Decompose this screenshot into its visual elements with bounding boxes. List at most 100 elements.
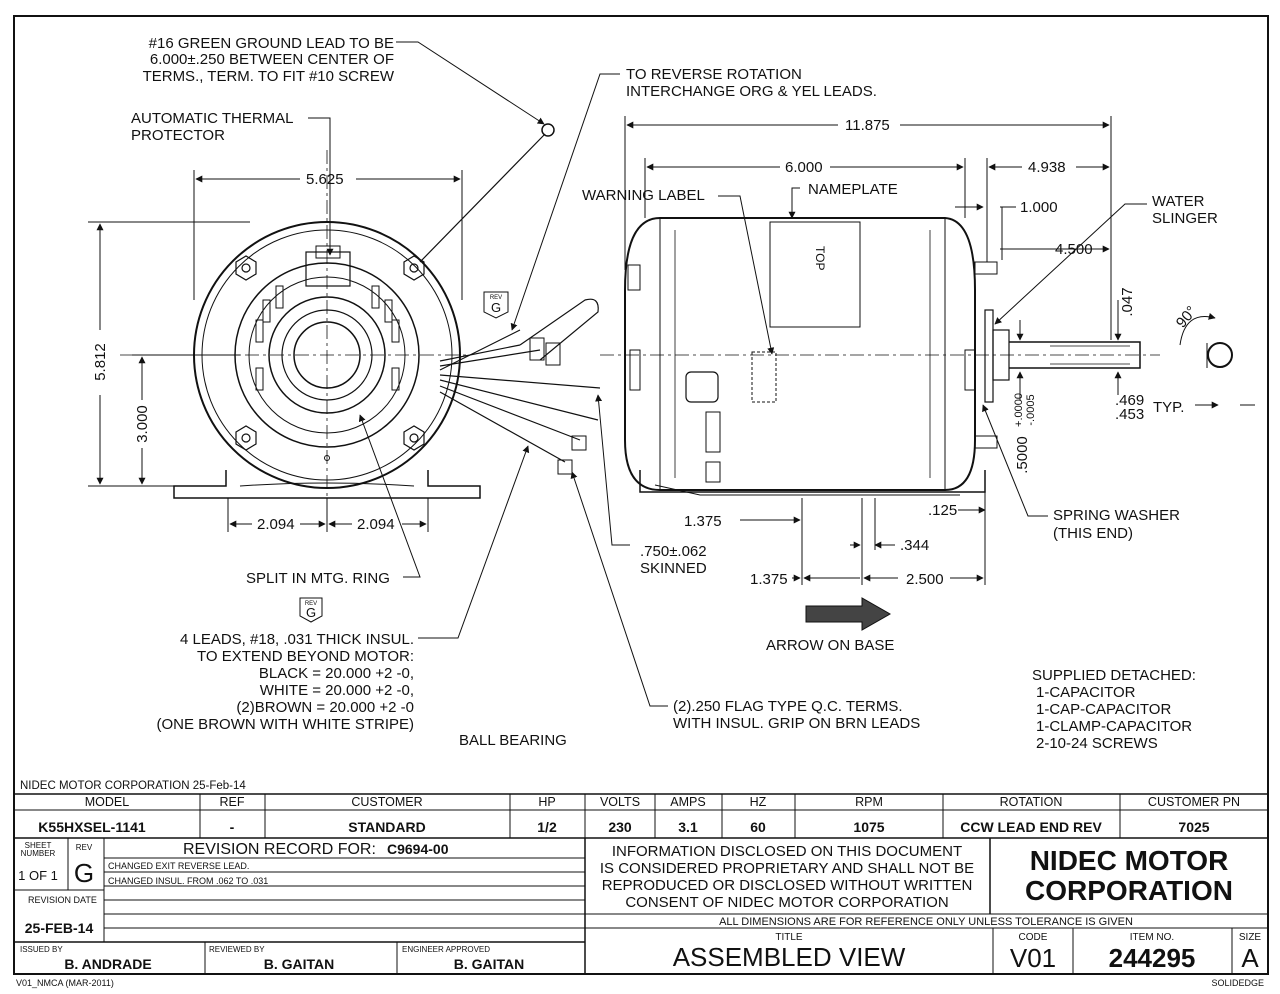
dim-11875: 11.875 — [845, 117, 890, 134]
revision-change-2: CHANGED INSUL. FROM .062 TO .031 — [108, 876, 268, 886]
item-label: ITEM NO. — [1130, 932, 1174, 943]
hdr-customer-pn: CUSTOMER PN — [1148, 795, 1240, 809]
split-ring-note: SPLIT IN MTG. RING — [246, 570, 390, 587]
notes: #16 GREEN GROUND LEAD TO BE 6.000±.250 B… — [20, 35, 1218, 792]
rev-value: G — [74, 858, 94, 888]
dimension-labels: 5.625 5.812 3.000 2.094 2.094 11.875 6.0… — [92, 117, 1200, 588]
footer-right: SOLIDEDGE — [1211, 978, 1264, 988]
hdr-amps: AMPS — [670, 795, 705, 809]
flag-terms-note-2: WITH INSUL. GRIP ON BRN LEADS — [673, 715, 920, 732]
ball-bearing-note: BALL BEARING — [459, 732, 567, 749]
proprietary-4: CONSENT OF NIDEC MOTOR CORPORATION — [625, 894, 948, 911]
spring-washer-note-2: (THIS END) — [1053, 525, 1133, 542]
dim-2500: 2.500 — [906, 571, 944, 588]
water-slinger-note-2: SLINGER — [1152, 210, 1218, 227]
code-label: CODE — [1019, 932, 1048, 943]
footer-left: V01_NMCA (MAR-2011) — [16, 978, 114, 988]
title-value: ASSEMBLED VIEW — [673, 942, 906, 972]
val-amps: 3.1 — [678, 819, 698, 835]
thermal-note-2: PROTECTOR — [131, 127, 225, 144]
val-customer: STANDARD — [348, 819, 426, 835]
skinned-note-2: SKINNED — [640, 560, 707, 577]
ground-lead-note-3: TERMS., TERM. TO FIT #10 SCREW — [143, 68, 395, 85]
dim-2094-left: 2.094 — [257, 516, 295, 533]
revision-change-1: CHANGED EXIT REVERSE LEAD. — [108, 861, 249, 871]
title-block-text: MODEL REF CUSTOMER HP VOLTS AMPS HZ RPM … — [16, 795, 1264, 988]
dim-1375-lower: 1.375 — [750, 571, 788, 588]
supplied-note-3: 1-CAP-CAPACITOR — [1036, 701, 1171, 718]
supplied-note-4: 1-CLAMP-CAPACITOR — [1036, 718, 1192, 735]
hdr-rpm: RPM — [855, 795, 883, 809]
end-view — [120, 123, 601, 520]
proprietary-3: REPRODUCED OR DISCLOSED WITHOUT WRITTEN — [602, 877, 973, 894]
dim-469: .469 — [1115, 392, 1144, 409]
dim-047: .047 — [1119, 287, 1136, 316]
code-value: V01 — [1010, 943, 1056, 973]
proprietary-1: INFORMATION DISCLOSED ON THIS DOCUMENT — [612, 843, 962, 860]
revision-date-label: REVISION DATE — [28, 895, 97, 905]
rev-flag-label-1: REV — [490, 295, 502, 301]
leads-note-1: 4 LEADS, #18, .031 THICK INSUL. — [180, 631, 414, 648]
dim-125: .125 — [928, 502, 957, 519]
leads-note-5: (2)BROWN = 20.000 +2 -0 — [236, 699, 414, 716]
revision-date-value: 25-FEB-14 — [25, 920, 94, 936]
flag-terms-note-1: (2).250 FLAG TYPE Q.C. TERMS. — [673, 698, 903, 715]
top-mark: TOP — [813, 246, 827, 270]
val-customer-pn: 7025 — [1178, 819, 1209, 835]
reverse-note-2: INTERCHANGE ORG & YEL LEADS. — [626, 83, 877, 100]
val-rotation: CCW LEAD END REV — [960, 819, 1102, 835]
size-label: SIZE — [1239, 932, 1262, 943]
supplied-note-2: 1-CAPACITOR — [1036, 684, 1136, 701]
dim-453: .453 — [1115, 406, 1144, 423]
dim-1375-upper: 1.375 — [684, 513, 722, 530]
issued-value: B. ANDRADE — [64, 956, 151, 972]
leads-note-3: BLACK = 20.000 +2 -0, — [259, 665, 414, 682]
val-model: K55HXSEL-1141 — [38, 819, 146, 835]
dim-4938: 4.938 — [1028, 159, 1066, 176]
hdr-volts: VOLTS — [600, 795, 640, 809]
water-slinger-note-1: WATER — [1152, 193, 1205, 210]
dim-tol-minus: -.0005 — [1025, 394, 1037, 425]
size-value: A — [1241, 943, 1259, 973]
val-rpm: 1075 — [853, 819, 884, 835]
spring-washer-note-1: SPRING WASHER — [1053, 507, 1180, 524]
skinned-note-1: .750±.062 — [640, 543, 707, 560]
dim-2094-right: 2.094 — [357, 516, 395, 533]
typ-note: TYP. — [1153, 399, 1184, 416]
hdr-hp: HP — [538, 795, 555, 809]
reviewed-label: REVIEWED BY — [209, 945, 265, 954]
dim-tol-plus: +.0000 — [1013, 393, 1025, 427]
supplied-note-1: SUPPLIED DETACHED: — [1032, 667, 1196, 684]
dimension-lines — [88, 116, 1255, 585]
dim-90deg: 90° — [1173, 303, 1201, 331]
item-value: 244295 — [1109, 943, 1196, 973]
leader-lines — [308, 41, 1147, 707]
dim-344: .344 — [900, 537, 929, 554]
dim-4500: 4.500 — [1055, 241, 1093, 258]
dims-note: ALL DIMENSIONS ARE FOR REFERENCE ONLY UN… — [719, 916, 1133, 928]
dim-5812: 5.812 — [92, 343, 109, 381]
title-block — [14, 793, 1268, 974]
rev-flag-letter-1: G — [491, 300, 501, 315]
revision-record-label: REVISION RECORD FOR: — [183, 841, 376, 858]
ground-lead-note-2: 6.000±.250 BETWEEN CENTER OF — [150, 51, 394, 68]
sheet-label-1: SHEET — [25, 841, 52, 850]
sheet-value: 1 OF 1 — [18, 868, 58, 883]
dim-5000: .5000 — [1014, 436, 1031, 474]
dim-3000: 3.000 — [134, 405, 151, 443]
reverse-note-1: TO REVERSE ROTATION — [626, 66, 802, 83]
val-hp: 1/2 — [537, 819, 557, 835]
nameplate-note: NAMEPLATE — [808, 181, 898, 198]
hdr-model: MODEL — [85, 795, 130, 809]
val-ref: - — [230, 819, 235, 835]
dim-6000: 6.000 — [785, 159, 823, 176]
rev-flag-letter-2: G — [306, 605, 316, 620]
rev-flag-label-2: REV — [305, 601, 317, 607]
dim-5625: 5.625 — [306, 171, 344, 188]
leads-note-4: WHITE = 20.000 +2 -0, — [260, 682, 414, 699]
issued-label: ISSUED BY — [20, 945, 63, 954]
thermal-note-1: AUTOMATIC THERMAL — [131, 110, 294, 127]
dim-1000: 1.000 — [1020, 199, 1058, 216]
engineer-label: ENGINEER APPROVED — [402, 945, 490, 954]
